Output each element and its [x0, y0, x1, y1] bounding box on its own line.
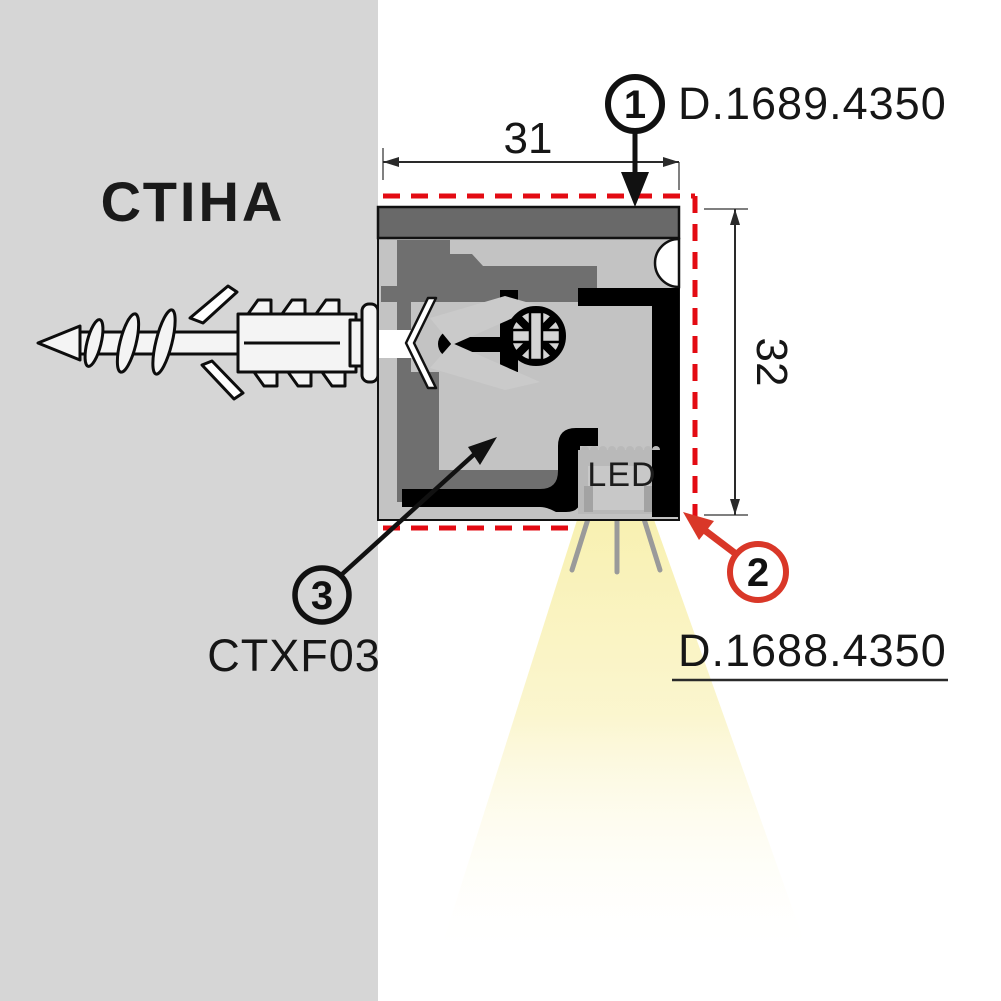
dim-width-value: 31: [504, 114, 553, 163]
callout-2: 2 D.1688.4350: [672, 512, 948, 682]
wall: [0, 0, 378, 1001]
profile-top-cover: [376, 205, 681, 240]
led-module: LED: [578, 446, 679, 517]
callout-3: 3 CTXF03: [207, 437, 497, 681]
wall-anchor-icon: [36, 284, 380, 401]
callout-2-circle: [727, 541, 789, 603]
callout-2-label: D.1688.4350: [678, 625, 947, 676]
light-rays-icon: [569, 516, 663, 575]
callout-1-label: D.1689.4350: [678, 78, 947, 129]
callout-1-circle: [605, 74, 665, 134]
dimension-height: 32: [704, 208, 796, 516]
screw-head-icon: [506, 306, 566, 366]
callout-1-number: 1: [624, 83, 646, 127]
callout-3-label: CTXF03: [207, 630, 381, 681]
profile-assembly: LED: [376, 205, 681, 521]
led-label: LED: [587, 456, 656, 494]
expansion-clip: [379, 296, 540, 390]
callout-1: 1 D.1689.4350: [605, 74, 947, 207]
dimension-width: 31: [382, 114, 680, 190]
callout-2-number: 2: [747, 551, 769, 595]
red-dashed-outline: [383, 193, 698, 531]
profile-notch: [653, 237, 681, 289]
callout-3-number: 3: [311, 574, 333, 618]
dim-height-value: 32: [747, 338, 796, 387]
wall-label: СТІНА: [101, 170, 286, 233]
light-beam: [438, 517, 810, 958]
callout-3-circle: [292, 565, 352, 625]
